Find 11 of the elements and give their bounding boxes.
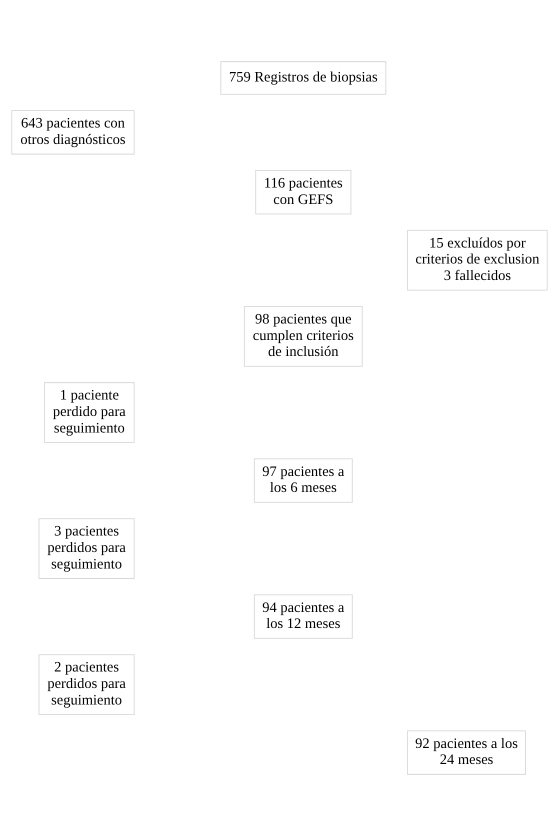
node-box: 15 excluídos por criterios de exclusion 3 fallecidos: [407, 230, 548, 291]
node-box: 2 pacientes perdidos para seguimiento: [38, 654, 135, 715]
node-box: 98 pacientes que cumplen criterios de inclusión: [244, 306, 363, 367]
node-box: 759 Registros de biopsias: [220, 61, 386, 95]
node-box: 94 pacientes a los 12 meses: [254, 594, 353, 639]
node-box: 97 pacientes a los 6 meses: [254, 458, 353, 503]
node-box: 643 pacientes con otros diagnósticos: [11, 110, 135, 155]
node-box: 1 paciente perdido para seguimiento: [44, 382, 135, 443]
node-box: 116 pacientes con GEFS: [255, 170, 352, 214]
node-box: 3 pacientes perdidos para seguimiento: [38, 518, 135, 579]
node-box: 92 pacientes a los 24 meses: [407, 730, 526, 775]
